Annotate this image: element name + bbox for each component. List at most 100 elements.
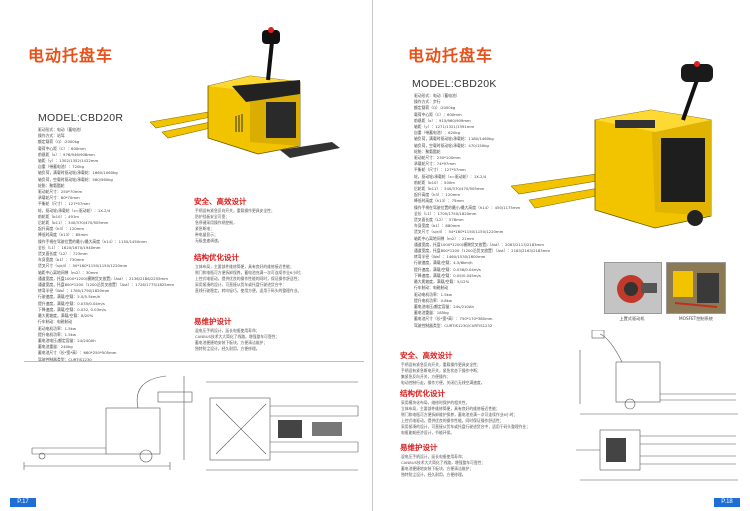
section-line: 防护挡板安全可靠； (195, 214, 230, 219)
section-line: 集紧急反向开关，方便操作； (401, 374, 451, 379)
spec-line: 行车制动：电磁制动 (414, 285, 449, 291)
spec-line: 驾驶控制器类型：CURTIS1230/CURTIS1232 (414, 322, 493, 328)
section-heading: 安全、高效设计 (400, 351, 453, 360)
spec-line: 通道宽度，托盘1000*1200(横跨货叉放置)（Ast）：2136/2186/… (38, 275, 168, 281)
spec-line: 操作手柄在驾驶位置的最小/最大高度（h14）：450/1175mm (414, 204, 521, 210)
spec-line: 轴负荷，满载时驱动轮/承载轮：1180/1460kg (414, 136, 494, 142)
section-heading: 易维护设计 (194, 317, 232, 326)
spec-line: 操作方式：站驾 (38, 133, 65, 139)
section-line: 混电压手柄设计，延长电瓶使用寿命； (195, 328, 260, 333)
section-line: 蓄电池便捷地安装下板块，方便清洁维护； (401, 466, 474, 471)
section-line: 急停键采用操作柄控制， (195, 220, 237, 225)
section-line: 电瓶能耗经济设计，节能环保。 (401, 430, 455, 435)
spec-line: 承载轮尺寸：80*70mm (38, 195, 80, 201)
page-title: 电动托盘车 (28, 46, 114, 65)
spec-line: 驱动形式：电动（蓄电池） (38, 127, 84, 132)
section-line: 采用紧凑的设计，可直接从货车或托盘行驶进货台中，适用于码头整理作业； (401, 424, 531, 429)
photo-caption: MOSFET控制系统 (679, 316, 713, 321)
spec-line: 货叉尺寸（s/e/l）：50*160*1150/1150/1220mm (38, 263, 128, 269)
section-body: 手柄设有紧急反向开关，重载操作更具安全性；防护挡板安全可靠；急停键采用操作柄控制… (195, 208, 275, 244)
spec-line: 蓄电池尺寸（长*宽*高）：660*250*505mm (38, 350, 117, 356)
spec-line: 前悬距（x）：976/946/908mm (38, 151, 95, 157)
spec-line: 车身宽度（b1）：730mm (38, 257, 85, 263)
spec-line: 轴距中心离地间隙（m2）：30mm (38, 269, 99, 275)
spec-line: 转弯半径（Wa）：1760/1790/1820mm (38, 288, 110, 294)
spec-line: 通道宽度，托盘1000*1200(横跨货叉放置)（Ast）：2063/2113/… (414, 241, 544, 247)
section-line: 侧门和电瓶可方便拆卸维护保养，蓄电池充满一次可连续作业6小时； (401, 412, 518, 417)
page-number: P.17 (10, 498, 36, 507)
spec-line: 轴距（y）：1271/1321/1391mm (414, 124, 475, 130)
spec-line: 自重（带蓄电池）：720kg (38, 164, 85, 170)
model-number: MODEL:CBD20K (412, 78, 497, 90)
section-line: 独特防尘设计，经久耐用，方便修理。 (195, 346, 260, 351)
section-line: 采用紧凑的设计，可直接从货车或托盘行驶进货台中： (195, 282, 287, 287)
spec-line: 驱动电机功率：1.5kw (38, 325, 76, 331)
section-body: 立体布局，主要部件维修简便，具有良好的维修接近性能；侧门和电瓶可方便拆卸保养，蓄… (195, 264, 304, 294)
spec-line: 轴负荷，空载时驱动轮/承载轮：560/560kg (38, 176, 113, 182)
left-page: 电动托盘车 MODEL:CBD20R 驱动形式：电动（蓄电池）操作方式：站驾额定… (0, 0, 373, 511)
spec-line: 起升高度（h3）：120mm (414, 192, 461, 198)
spec-line: 提升速度，满载/空载：0.035/0.04m/s (38, 300, 105, 306)
spec-line: 蓄电池电压/额定容量：24v/210Ah (414, 303, 474, 309)
spec-line: 驱动轮尺寸：230*100mm (414, 155, 461, 161)
section-body: 混电压手柄设计，延长电瓶使用寿命；CANBUS技术大大简化了线路，增强整车可靠性… (195, 328, 279, 352)
spec-line: 轮胎：聚氨酯轮 (38, 182, 65, 188)
divider (24, 361, 364, 362)
section-line: 直线行驶稳定，转向轻巧，使用方便，适用于码头的整理作业。 (195, 288, 302, 293)
spec-line: 轮，驱动轮/承载轮（x=驱动轮）：1X-2/4 (414, 173, 487, 179)
spec-line: 轴负荷，满载时驱动轮/承载轮：1660/1060kg (38, 170, 118, 176)
section-line: 蓄电池便捷地安装下板块，方便清洁维护； (195, 340, 268, 345)
spec-line: 蓄电池电压/额定容量：24/240Ah (38, 337, 96, 343)
spec-line: 驾驶控制器类型：CURTIS1230 (38, 356, 92, 362)
drive-motor-photo (604, 262, 662, 314)
controller-photo (666, 262, 726, 314)
spec-line: 前悬距（x）：915/960/909mm (414, 117, 471, 123)
technical-drawing (23, 375, 359, 471)
section-line: 上控式电驱动，提供优良的操作性能，同时保证操作舒适性； (401, 418, 504, 423)
spec-line: 自重（带蓄电池）：620kg (414, 130, 461, 136)
section-line: 独特防尘设计，经久耐用，方便修理。 (401, 472, 466, 477)
section-line: 无级变速调速。 (195, 238, 222, 243)
spec-line: 轴负荷，空载时驱动轮/承载轮：470/150kg (414, 142, 489, 148)
section-line: 手柄设有紧急反向开关，重载操作更具安全性； (195, 208, 275, 213)
spec-line: 操作手柄在驾驶位置的最小/最大高度（h14）：1150/1450mm (38, 238, 147, 244)
pallet-truck-photo (150, 27, 340, 158)
spec-line: 平衡轮（尺寸）：127*57mm (38, 201, 90, 207)
section-body: 手柄设有紧急反向开关，重载操作更具安全性；手柄设有紧急断电开关，紧急状态下操作中… (401, 362, 485, 386)
spec-line: 提升速度，满载/空载：0.036/0.04m/s (414, 266, 481, 272)
section-line: 侧门和电瓶可方便拆卸保养，蓄电池充满一次可连续作业6小时； (195, 270, 304, 275)
model-number: MODEL:CBD20R (38, 112, 124, 124)
section-line: 立体布局，主要部件维修简便，具有良好的维修接近性能； (401, 406, 500, 411)
section-line: CANBUS技术大大简化了线路，增强整车可靠性； (401, 460, 486, 465)
section-heading: 安全、高效设计 (194, 197, 247, 206)
section-body: 采用模块化布局，维修时保护的相关性，立体布局，主要部件维修简便，具有良好的维修接… (401, 400, 530, 436)
spec-line: 起升高度（h3）：120mm (38, 226, 85, 232)
section-line: 电动控制行走，操作方便，关闭后无线空满速度。 (401, 380, 485, 385)
section-line: 上控式电驱动，提供优良的操作性能的同时，保证操作舒适性； (195, 276, 302, 281)
spec-line: 行车制动：电磁制动 (38, 319, 73, 325)
spec-line: 降低时高度（h13）：85mm (38, 232, 88, 238)
spec-line: 轮，驱动轮/承载轮（x=驱动轮）：1X-2/4 (38, 207, 111, 213)
spec-line: 承载轮尺寸：74*97mm (414, 161, 456, 167)
spec-line: 前轮距（b10）：491m (38, 213, 79, 219)
technical-drawing (576, 330, 738, 481)
spec-line: 下降速度，满载/空载：0.032, 0.03m/s (38, 306, 106, 312)
section-line: 带电量显示； (195, 232, 218, 237)
section-line: 混电压手柄设计，延长电瓶使用寿命； (401, 454, 466, 459)
spec-line: 最大爬坡度，满载/空载：8/20% (38, 313, 94, 319)
spec-line: 轮胎：聚氨酯轮 (414, 148, 441, 154)
spec-line: 载荷中心距（C）：600mm (38, 145, 86, 151)
spec-line: 额定载荷（Q）:2000kg (414, 105, 456, 111)
spec-line: 蓄电池重量：185kg (414, 310, 449, 316)
section-heading: 易维护设计 (400, 443, 438, 452)
spec-line: 蓄电池重量：240kg (38, 344, 73, 350)
section-line: 立体布局，主要部件维修简便，具有良好的维修接近性能； (195, 264, 294, 269)
spec-line: 降低时高度（h13）：75mm (414, 198, 464, 204)
spec-line: 车身宽度（b1）：880mm (414, 223, 461, 229)
spec-line: 后轮距（b11）：340/370/470/505mm (414, 186, 485, 192)
section-line: 紧急断电； (195, 226, 214, 231)
spec-line: 轴距（y）：1302/1352/1422mm (38, 158, 99, 164)
spec-line: 通道宽度，托盘800*1200（1200沿货叉放置）（Ast）：2163/216… (414, 248, 551, 254)
